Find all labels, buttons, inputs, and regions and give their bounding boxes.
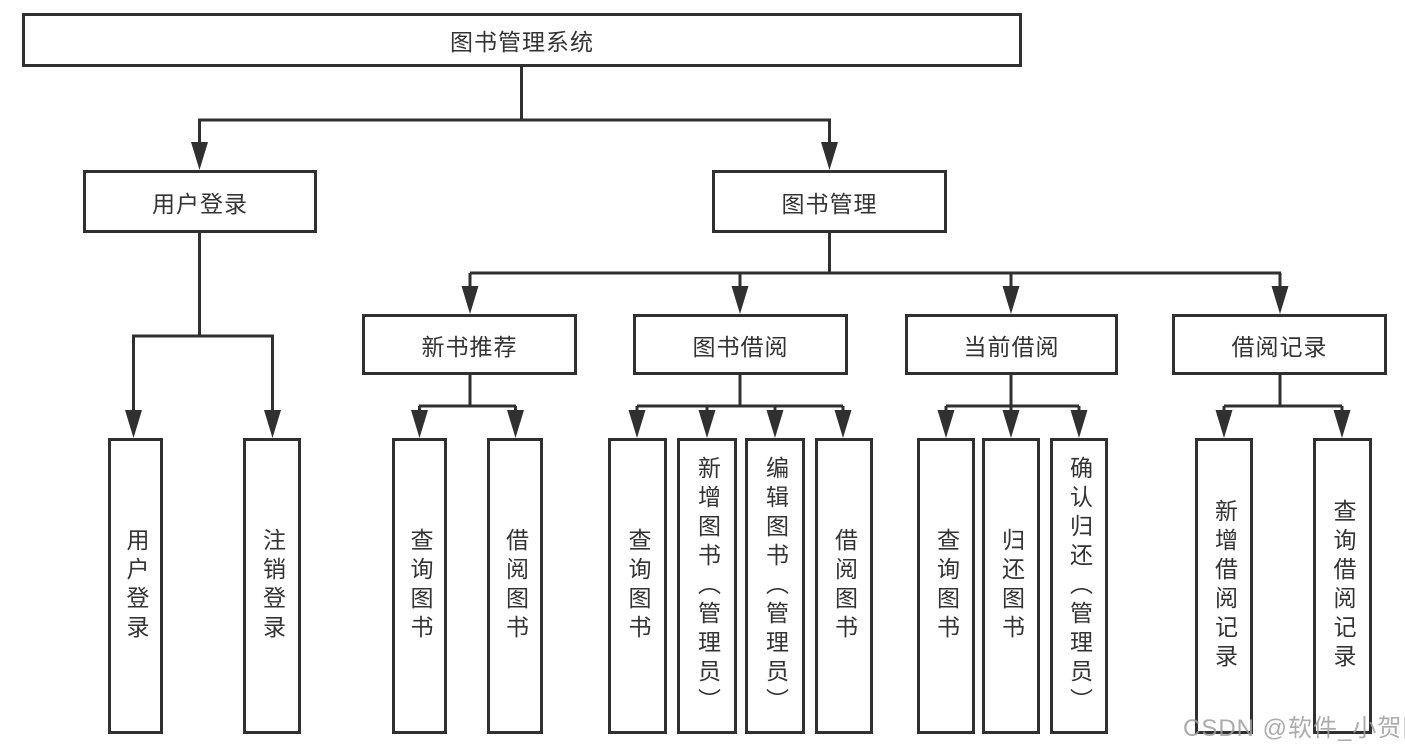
node-user-login: 用户登录	[83, 170, 317, 233]
arrowhead-down-icon	[731, 286, 749, 314]
leaf-borrow-edit-books-admin: 编辑图书（管理员）	[745, 438, 805, 734]
node-current-borrow: 当前借阅	[905, 314, 1118, 375]
leaf-current-query-books: 查询图书	[917, 438, 975, 734]
arrowhead-down-icon	[1002, 410, 1020, 438]
arrowhead-down-icon	[411, 410, 428, 438]
leaf-borrow-query-books: 查询图书	[608, 438, 667, 734]
leaf-borrow-add-books-admin: 新增图书（管理员）	[677, 438, 737, 734]
node-book-borrow: 图书借阅	[633, 314, 848, 375]
connector-root-to-level1	[191, 66, 838, 170]
connector-book-management-children	[461, 233, 1289, 314]
node-borrow-records: 借阅记录	[1172, 314, 1387, 375]
leaf-current-return-books: 归还图书	[982, 438, 1040, 734]
arrowhead-down-icon	[264, 410, 281, 438]
arrowhead-down-icon	[1215, 410, 1233, 438]
arrowhead-down-icon	[191, 142, 208, 170]
leaf-records-add-record: 新增借阅记录	[1195, 438, 1253, 734]
csdn-watermark: CSDN @软件_小贺同学	[1183, 715, 1405, 742]
node-new-book-recommend: 新书推荐	[362, 314, 577, 375]
arrowhead-down-icon	[937, 410, 955, 438]
arrowhead-down-icon	[1333, 410, 1351, 438]
arrowhead-down-icon	[821, 142, 838, 170]
arrowhead-down-icon	[834, 410, 852, 438]
leaf-borrow-borrow-books: 借阅图书	[815, 438, 873, 734]
arrowhead-down-icon	[461, 286, 479, 314]
leaf-newbook-query-books: 查询图书	[392, 438, 447, 734]
connector-current-borrow-children	[937, 375, 1088, 438]
leaf-newbook-borrow-books: 借阅图书	[487, 438, 543, 734]
connector-user-login-children	[125, 233, 281, 438]
node-book-management: 图书管理	[712, 170, 947, 233]
leaf-records-query-record: 查询借阅记录	[1313, 438, 1372, 734]
leaf-logout: 注销登录	[243, 438, 301, 734]
connector-book-borrow-children	[628, 375, 852, 438]
connector-new-book-children	[411, 375, 524, 438]
arrowhead-down-icon	[125, 410, 142, 438]
node-root-library-system: 图书管理系统	[22, 13, 1022, 67]
connector-borrow-records-children	[1215, 375, 1351, 438]
arrowhead-down-icon	[507, 410, 524, 438]
leaf-current-confirm-return-admin: 确认归还（管理员）	[1050, 438, 1108, 734]
arrowhead-down-icon	[1271, 286, 1289, 314]
leaf-user-login: 用户登录	[108, 438, 163, 734]
arrowhead-down-icon	[1002, 286, 1020, 314]
arrowhead-down-icon	[628, 410, 646, 438]
arrowhead-down-icon	[1070, 410, 1088, 438]
arrowhead-down-icon	[766, 410, 784, 438]
arrowhead-down-icon	[698, 410, 716, 438]
